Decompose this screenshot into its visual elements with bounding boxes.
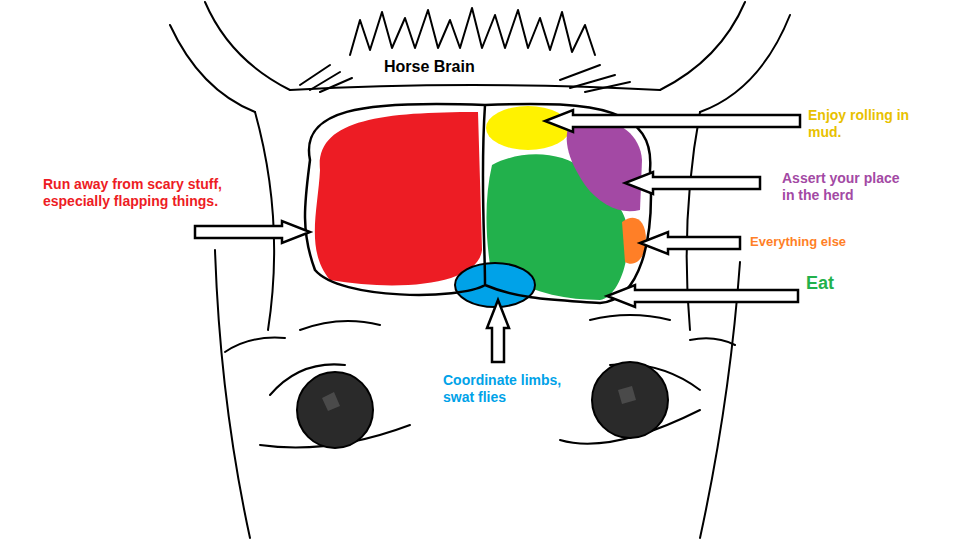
eye-left bbox=[297, 372, 373, 448]
brain-region-purple bbox=[567, 119, 642, 211]
ear-right bbox=[660, 2, 790, 112]
region-label: Everything else bbox=[750, 234, 846, 250]
brain-region-blue bbox=[455, 263, 535, 307]
region-label: Eat bbox=[806, 273, 834, 295]
region-label: Run away from scary stuff, especially fl… bbox=[43, 176, 243, 210]
region-label: Enjoy rolling in mud. bbox=[808, 107, 928, 141]
ear-left bbox=[170, 2, 290, 112]
region-label: Coordinate limbs, swat flies bbox=[443, 372, 593, 406]
face-outline bbox=[215, 85, 740, 538]
mane bbox=[300, 8, 630, 92]
brain-outline bbox=[305, 104, 651, 303]
face-lines bbox=[225, 315, 735, 448]
block-arrow bbox=[625, 172, 760, 194]
block-arrow bbox=[545, 110, 800, 132]
region-label: Assert your place in the herd bbox=[782, 170, 910, 204]
block-arrow bbox=[195, 221, 310, 243]
block-arrow bbox=[640, 232, 740, 254]
diagram-title: Horse Brain bbox=[382, 57, 477, 76]
brain-region-yellow bbox=[486, 106, 570, 150]
block-arrow bbox=[487, 300, 509, 362]
brain-region-red bbox=[315, 112, 482, 285]
block-arrow bbox=[607, 285, 798, 307]
